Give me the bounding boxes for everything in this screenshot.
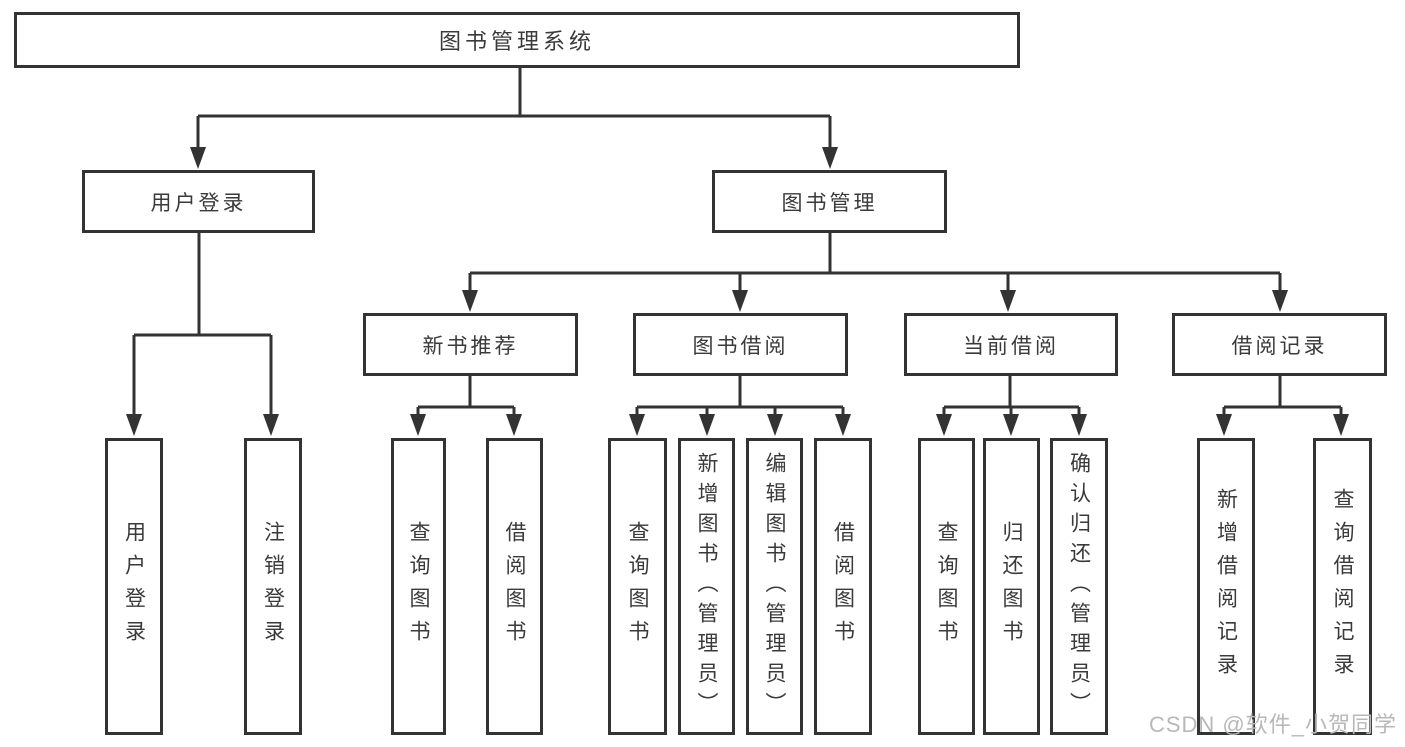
connector-recommend-to-leaves [416,376,516,418]
leaf-borrow-add-books-admin: 新增图书（管理员） [678,438,735,735]
node-current-borrowing: 当前借阅 [904,313,1118,376]
arrowhead-icon [822,147,838,169]
leaf-records-add-record: 新增借阅记录 [1197,438,1255,735]
connector-borrow-to-leaves [635,376,845,418]
arrowhead-icon [835,414,851,436]
node-label: 确认归还（管理员） [1067,451,1091,722]
node-label: 查询图书 [407,520,430,653]
connector-root-to-level2 [196,68,832,150]
node-label: 注销登录 [261,520,285,653]
node-label: 当前借阅 [963,334,1059,358]
arrowhead-icon [699,414,715,436]
node-label: 新增借阅记录 [1214,487,1238,686]
arrowhead-icon [629,414,645,436]
arrowhead-icon [1272,290,1288,312]
connector-current-to-leaves [942,376,1081,418]
arrowhead-icon [506,414,522,436]
leaf-user-login-action: 用户登录 [105,438,163,735]
leaf-records-query-record: 查询借阅记录 [1313,438,1372,735]
leaf-borrow-edit-books-admin: 编辑图书（管理员） [746,438,803,735]
arrowhead-icon [1071,414,1087,436]
node-label: 新书推荐 [422,334,519,358]
leaf-borrow-borrow-books: 借阅图书 [814,438,872,735]
arrowhead-icon [190,147,206,169]
node-label: 查询借阅记录 [1331,487,1354,686]
node-book-management: 图书管理 [712,170,947,233]
leaf-logout-action: 注销登录 [244,438,302,735]
arrowhead-icon [767,414,783,436]
node-user-login: 用户登录 [82,170,315,233]
node-label: 图书管理 [781,191,878,215]
leaf-recommend-query-books: 查询图书 [391,438,446,735]
node-label: 图书管理系统 [438,29,595,54]
node-new-book-recommend: 新书推荐 [363,313,578,376]
arrowhead-icon [1003,414,1019,436]
node-book-borrowing: 图书借阅 [633,313,848,376]
arrowhead-icon [936,414,952,436]
node-label: 查询图书 [626,520,649,653]
arrowhead-icon [1333,414,1349,436]
node-label: 借阅图书 [503,520,526,653]
node-borrowing-records: 借阅记录 [1172,313,1387,376]
node-label: 编辑图书（管理员） [763,451,786,722]
leaf-recommend-borrow-books: 借阅图书 [486,438,543,735]
connector-manage-to-level3 [468,233,1282,293]
node-root-system: 图书管理系统 [14,12,1020,68]
node-label: 图书借阅 [692,334,789,358]
arrowhead-icon [732,290,748,312]
node-label: 用户登录 [122,520,146,653]
node-label: 借阅记录 [1231,334,1328,358]
arrowhead-icon [1216,414,1232,436]
csdn-watermark: CSDN @软件_小贺同学 [1148,712,1397,737]
arrowheads [126,147,1349,436]
leaf-borrow-query-books: 查询图书 [608,438,667,735]
connector-records-to-leaves [1222,376,1343,418]
node-label: 查询图书 [935,520,958,653]
node-label: 借阅图书 [831,520,855,653]
leaf-current-confirm-return-admin: 确认归还（管理员） [1050,438,1108,735]
arrowhead-icon [1000,290,1016,312]
leaf-current-return-books: 归还图书 [983,438,1040,735]
arrowhead-icon [126,414,142,436]
node-label: 新增图书（管理员） [695,451,718,722]
arrowhead-icon [263,414,279,436]
arrowhead-icon [410,414,426,436]
node-label: 归还图书 [1000,520,1023,653]
connector-login-to-leaves [132,233,273,418]
node-label: 用户登录 [150,191,247,215]
leaf-current-query-books: 查询图书 [918,438,975,735]
arrowhead-icon [462,290,478,312]
